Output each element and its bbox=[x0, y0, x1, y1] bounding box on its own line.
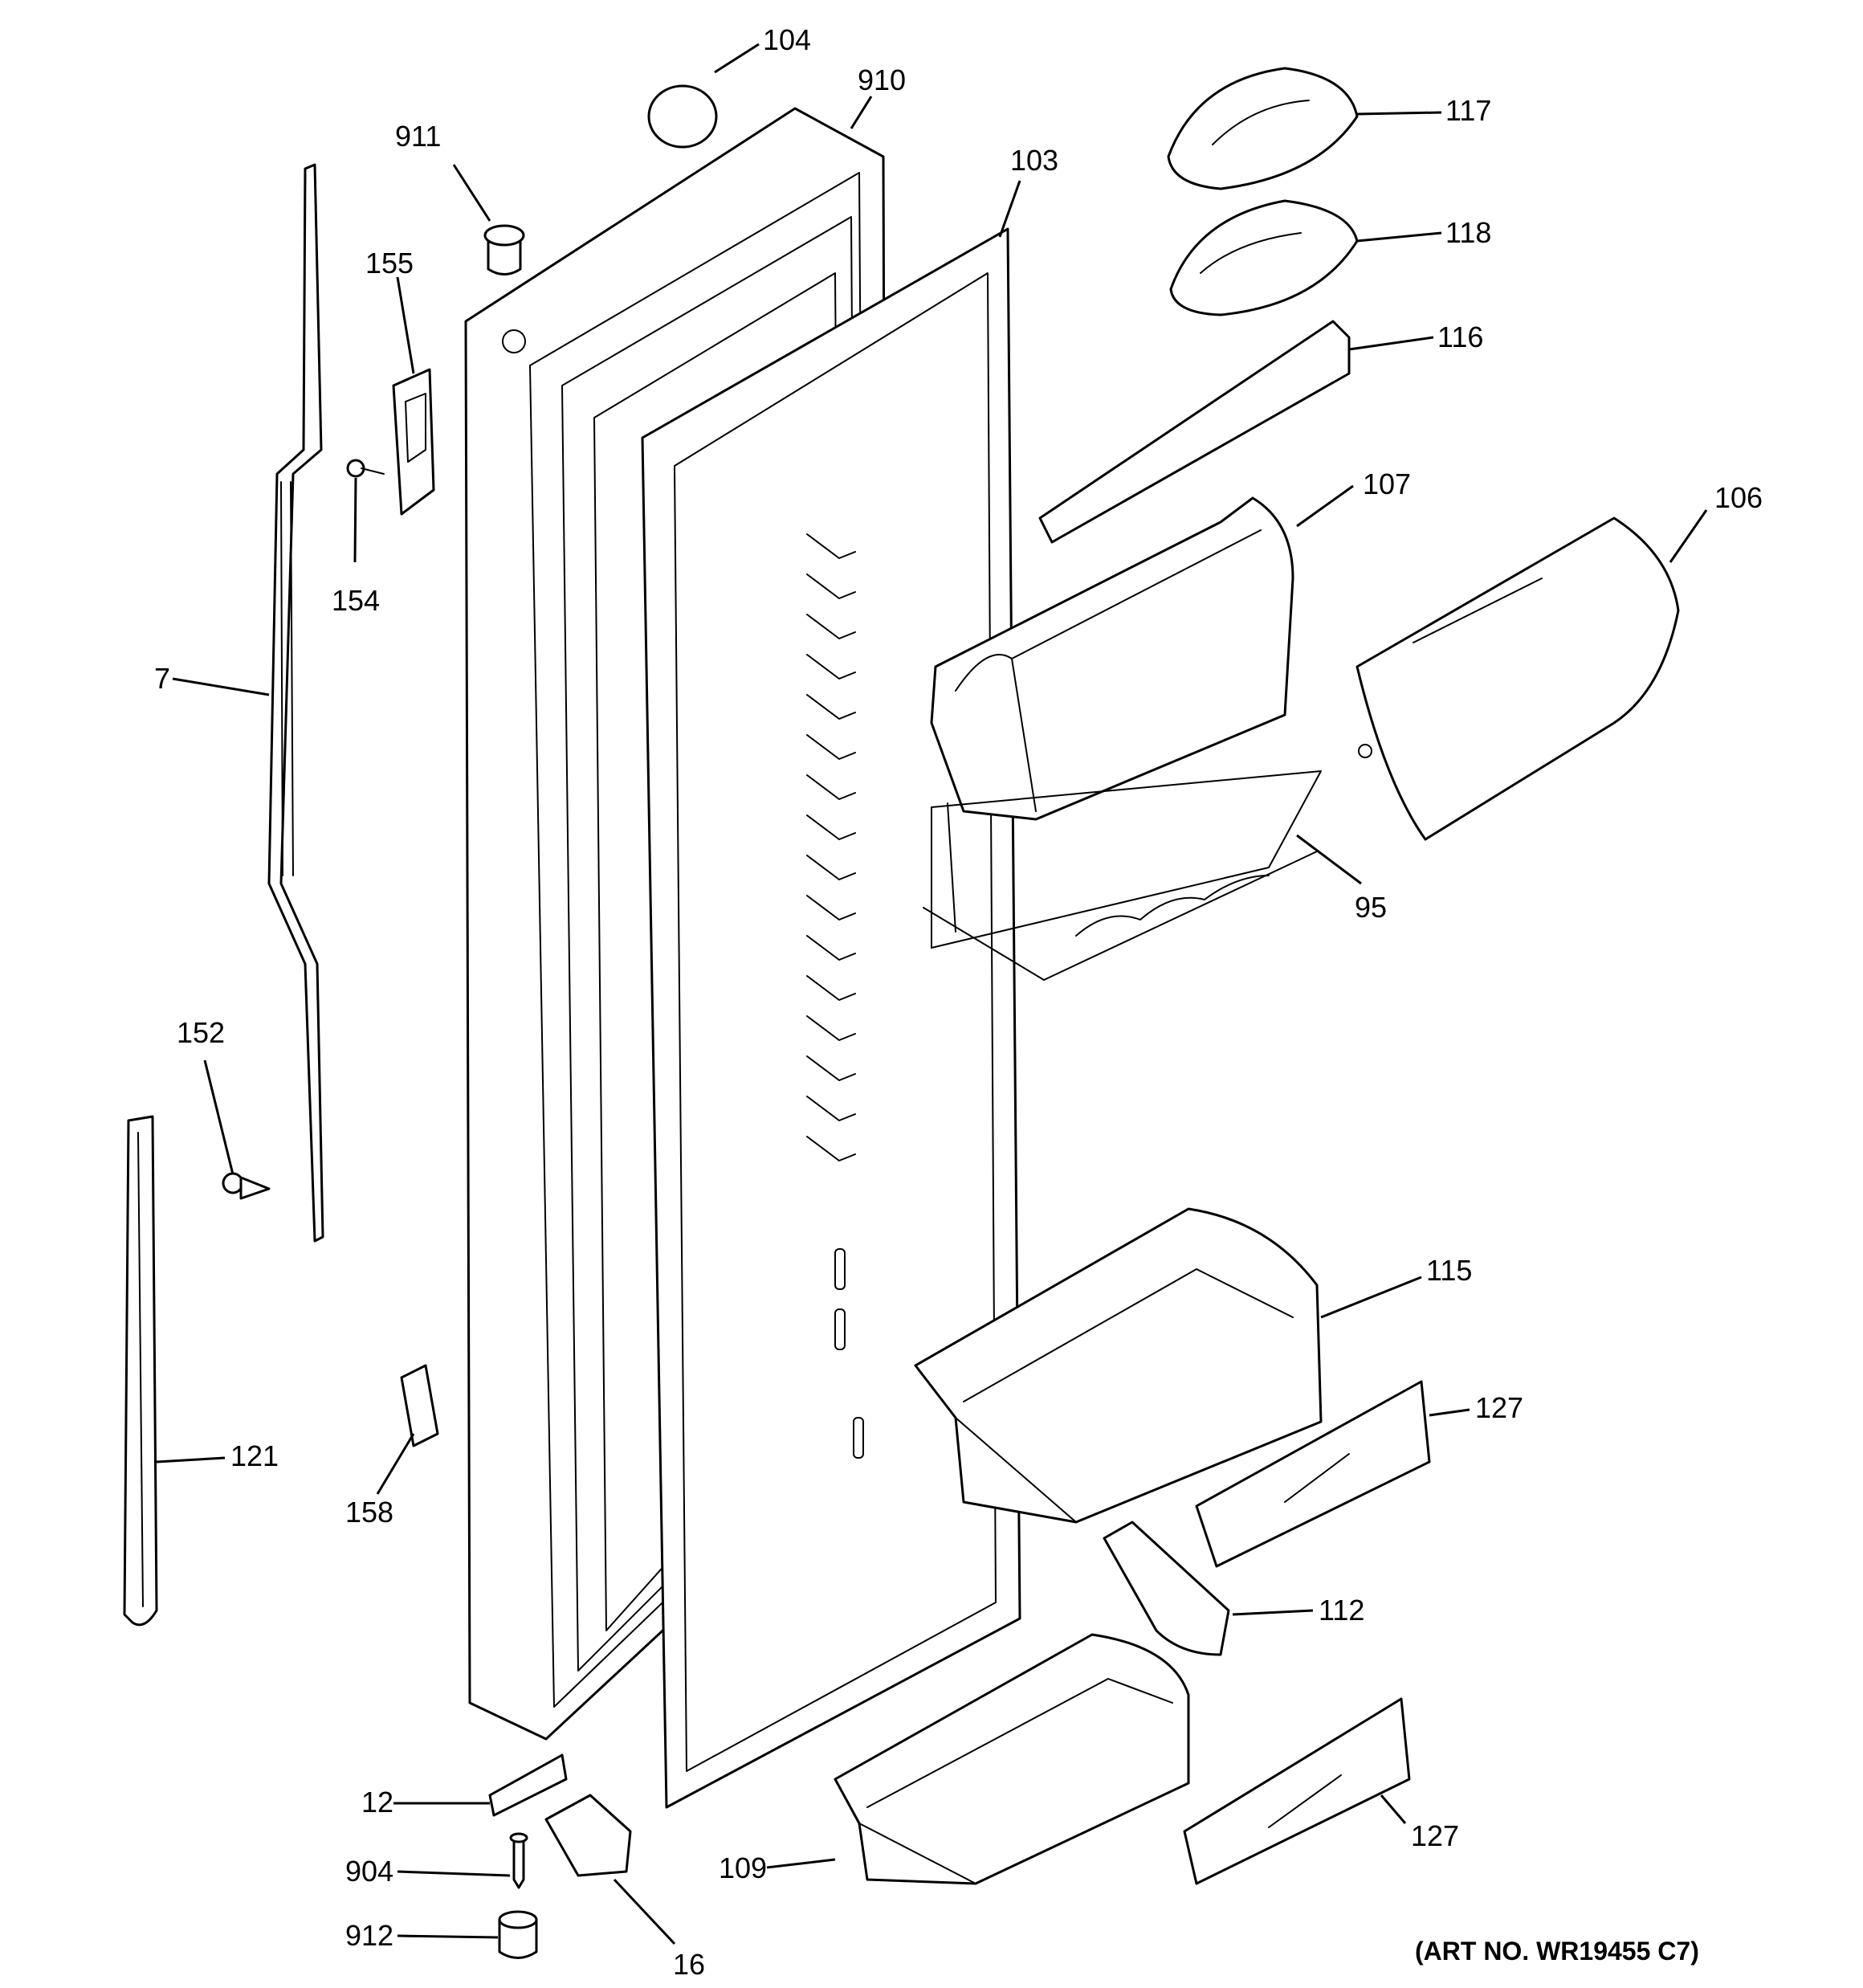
part-104-cap bbox=[647, 84, 718, 149]
part-7-handle bbox=[267, 163, 324, 1243]
part-152-screw bbox=[222, 1172, 271, 1200]
callout-106: 106 bbox=[1714, 481, 1763, 514]
callout-109: 109 bbox=[719, 1851, 767, 1884]
part-117-cover bbox=[1167, 67, 1359, 190]
callout-152: 152 bbox=[177, 1016, 225, 1049]
callout-103: 103 bbox=[1010, 144, 1058, 177]
part-154-screw bbox=[346, 459, 385, 478]
callout-labels: 104 910 911 103 155 154 7 152 121 158 12… bbox=[154, 23, 1763, 1981]
part-115-bin bbox=[914, 1207, 1323, 1524]
part-155-hinge-bracket bbox=[392, 368, 435, 516]
part-106-cover bbox=[1355, 516, 1680, 841]
part-109-bin bbox=[834, 1633, 1190, 1885]
callout-104: 104 bbox=[763, 23, 811, 56]
callout-116: 116 bbox=[1437, 320, 1483, 353]
callout-16: 16 bbox=[673, 1948, 705, 1981]
part-112-divider bbox=[1103, 1521, 1230, 1656]
callout-912: 912 bbox=[345, 1919, 393, 1952]
part-118-tray bbox=[1169, 199, 1359, 316]
part-904-screw bbox=[509, 1832, 528, 1889]
callout-7: 7 bbox=[154, 662, 170, 695]
callout-117: 117 bbox=[1445, 94, 1491, 127]
callout-118: 118 bbox=[1445, 216, 1491, 249]
part-127b-cover bbox=[1183, 1697, 1411, 1885]
part-16-hinge bbox=[544, 1794, 632, 1877]
callout-911: 911 bbox=[395, 120, 441, 153]
callout-12: 12 bbox=[361, 1786, 393, 1819]
callout-127-lower: 127 bbox=[1411, 1819, 1459, 1852]
callout-158: 158 bbox=[345, 1496, 393, 1529]
callout-127-upper: 127 bbox=[1475, 1391, 1523, 1424]
callout-121: 121 bbox=[230, 1439, 279, 1472]
callout-95: 95 bbox=[1355, 891, 1387, 924]
callout-154: 154 bbox=[332, 584, 380, 617]
art-number: (ART NO. WR19455 C7) bbox=[1415, 1937, 1699, 1966]
callout-904: 904 bbox=[345, 1855, 393, 1888]
leader-lines bbox=[156, 43, 1708, 1945]
part-127a-cover bbox=[1195, 1380, 1431, 1568]
callout-112: 112 bbox=[1319, 1594, 1364, 1627]
callout-115: 115 bbox=[1426, 1254, 1472, 1287]
part-107-bin bbox=[930, 496, 1294, 821]
door-liner-shelf-rests bbox=[806, 533, 864, 1459]
part-911-bushing bbox=[483, 224, 525, 276]
part-103-gasket bbox=[641, 227, 1021, 1809]
part-158-clip bbox=[400, 1364, 439, 1447]
callout-107: 107 bbox=[1363, 467, 1411, 500]
part-12-bracket bbox=[488, 1753, 568, 1817]
part-121-trim-strip bbox=[123, 1115, 158, 1627]
callout-155: 155 bbox=[365, 247, 414, 280]
part-912-bushing bbox=[498, 1910, 538, 1959]
part-95-wire-shelf bbox=[923, 770, 1322, 981]
callout-910: 910 bbox=[858, 63, 906, 96]
part-116-rail bbox=[1038, 320, 1351, 544]
